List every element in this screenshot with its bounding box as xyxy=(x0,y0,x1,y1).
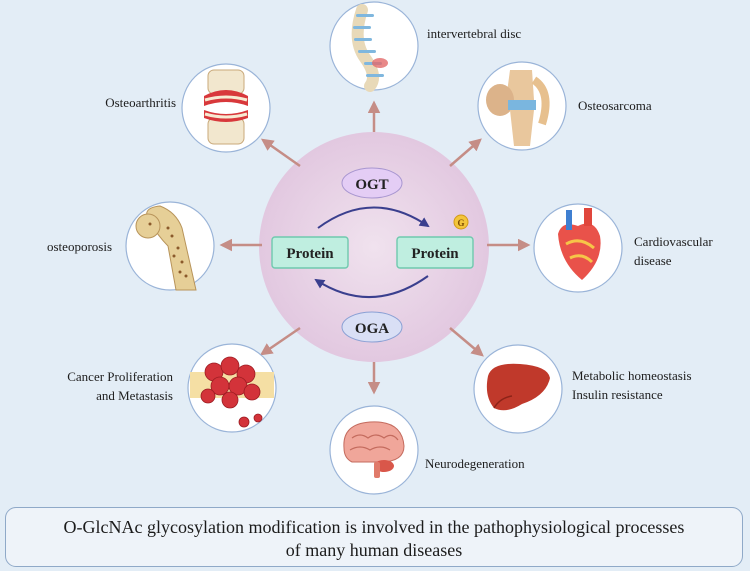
label-neurodegeneration: Neurodegeneration xyxy=(425,456,525,471)
arrow-to-cancer xyxy=(259,326,301,356)
caption-line-1: O-GlcNAc glycosylation modification is i… xyxy=(63,517,685,537)
caption-line-2: of many human diseases xyxy=(285,540,463,560)
ogt-curve-arrow xyxy=(317,206,430,229)
g-badge: G xyxy=(453,214,469,230)
label-osteoporosis: osteoporosis xyxy=(47,239,112,254)
oga-curve-arrow xyxy=(314,275,429,298)
hip-bone-icon xyxy=(125,201,215,291)
label-cardiovascular: Cardiovascular disease xyxy=(634,234,713,268)
spine-icon xyxy=(329,1,419,92)
knee-joint-icon xyxy=(181,63,271,153)
oga-label: OGA xyxy=(355,321,389,337)
protein-left-box: Protein xyxy=(271,236,349,269)
radial-arrows xyxy=(219,100,531,395)
arrow-to-osteosarcoma xyxy=(449,138,482,167)
heart-icon xyxy=(533,203,623,293)
arrow-to-osteoarthritis xyxy=(260,138,301,168)
ogt-badge: OGT xyxy=(341,167,403,199)
protein-right-box: Protein xyxy=(396,236,474,269)
label-metabolic: Metabolic homeostasis Insulin resistance xyxy=(572,368,692,402)
label-osteosarcoma: Osteosarcoma xyxy=(578,98,652,113)
protein-left-label: Protein xyxy=(286,246,334,262)
liver-icon xyxy=(473,344,563,434)
label-cancer: Cancer Proliferation and Metastasis xyxy=(67,369,173,403)
oga-badge: OGA xyxy=(341,311,403,343)
brain-icon xyxy=(329,405,419,495)
ogt-label: OGT xyxy=(355,177,388,193)
label-osteoarthritis: Osteoarthritis xyxy=(105,95,176,110)
g-badge-label: G xyxy=(457,218,464,228)
knee-tumor-icon xyxy=(477,61,567,151)
cancer-cells-icon xyxy=(187,343,277,433)
protein-right-label: Protein xyxy=(411,246,459,262)
arrow-to-metabolic xyxy=(449,327,484,357)
label-intervertebral-disc: intervertebral disc xyxy=(427,26,522,41)
caption-box: O-GlcNAc glycosylation modification is i… xyxy=(5,507,743,567)
center-circle xyxy=(259,132,489,362)
